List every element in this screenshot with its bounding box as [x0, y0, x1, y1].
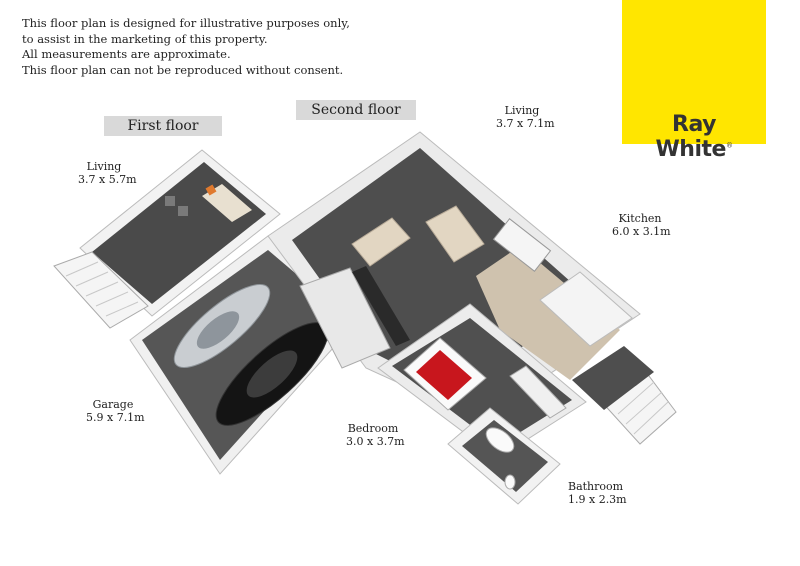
disclaimer-line: This floor plan can not be reproduced wi…	[22, 62, 344, 77]
room-label-garage: Garage 5.9 x 7.1m	[86, 398, 145, 424]
chair-icon	[178, 206, 188, 216]
room-name: Garage	[92, 398, 134, 411]
first-floor-tag: First floor	[104, 116, 222, 136]
silver-car-icon	[173, 284, 271, 368]
wardrobe-icon	[509, 365, 567, 419]
stair-treads	[65, 261, 139, 317]
sofa-icon	[351, 217, 411, 267]
cushion-icon	[205, 184, 217, 196]
room-label-bedroom: Bedroom 3.0 x 3.7m	[346, 422, 405, 448]
room-label-kitchen: Kitchen 6.0 x 3.1m	[612, 212, 671, 238]
bed-icon	[403, 337, 487, 411]
toilet-icon	[504, 474, 516, 490]
second-floor-tag: Second floor	[296, 100, 416, 120]
brand-logo-block: Ray White®	[622, 0, 766, 162]
kitchen-bench	[539, 271, 633, 347]
room-name: Living	[86, 160, 122, 173]
room-label-living-first: Living 3.7 x 5.7m	[78, 160, 137, 186]
disclaimer-line: to assist in the marketing of this prope…	[22, 31, 268, 46]
room-size: 3.7 x 7.1m	[496, 117, 555, 130]
room-label-living-second: Living 3.7 x 7.1m	[496, 104, 555, 130]
sofa-icon	[202, 184, 252, 222]
room-size: 3.0 x 3.7m	[346, 435, 405, 448]
brand-logo: Ray White®	[655, 112, 733, 162]
stairwell	[299, 267, 391, 369]
bathtub-icon	[485, 427, 515, 453]
landing	[572, 346, 654, 410]
disclaimer-line: This floor plan is designed for illustra…	[22, 16, 350, 30]
room-size: 3.7 x 5.7m	[78, 173, 137, 186]
dark-bench	[352, 266, 410, 346]
chair-icon	[165, 196, 175, 206]
room-label-bathroom: Bathroom 1.9 x 2.3m	[568, 480, 627, 506]
room-name: Kitchen	[618, 212, 662, 225]
room-name: Bedroom	[347, 422, 399, 435]
room-size: 1.9 x 2.3m	[568, 493, 627, 506]
bathroom-floor	[462, 420, 548, 492]
disclaimer: This floor plan is designed for illustra…	[22, 16, 350, 78]
sofa-icon	[425, 205, 485, 263]
brand-name: Ray White	[655, 112, 727, 162]
room-size: 6.0 x 3.1m	[612, 225, 671, 238]
room-name: Bathroom	[568, 480, 624, 493]
garage-floor	[142, 250, 348, 460]
kitchen-floor	[476, 246, 620, 380]
dining-table-icon	[492, 218, 552, 272]
room-size: 5.9 x 7.1m	[86, 411, 145, 424]
room-name: Living	[504, 104, 540, 117]
disclaimer-line: All measurements are approximate.	[22, 47, 231, 61]
